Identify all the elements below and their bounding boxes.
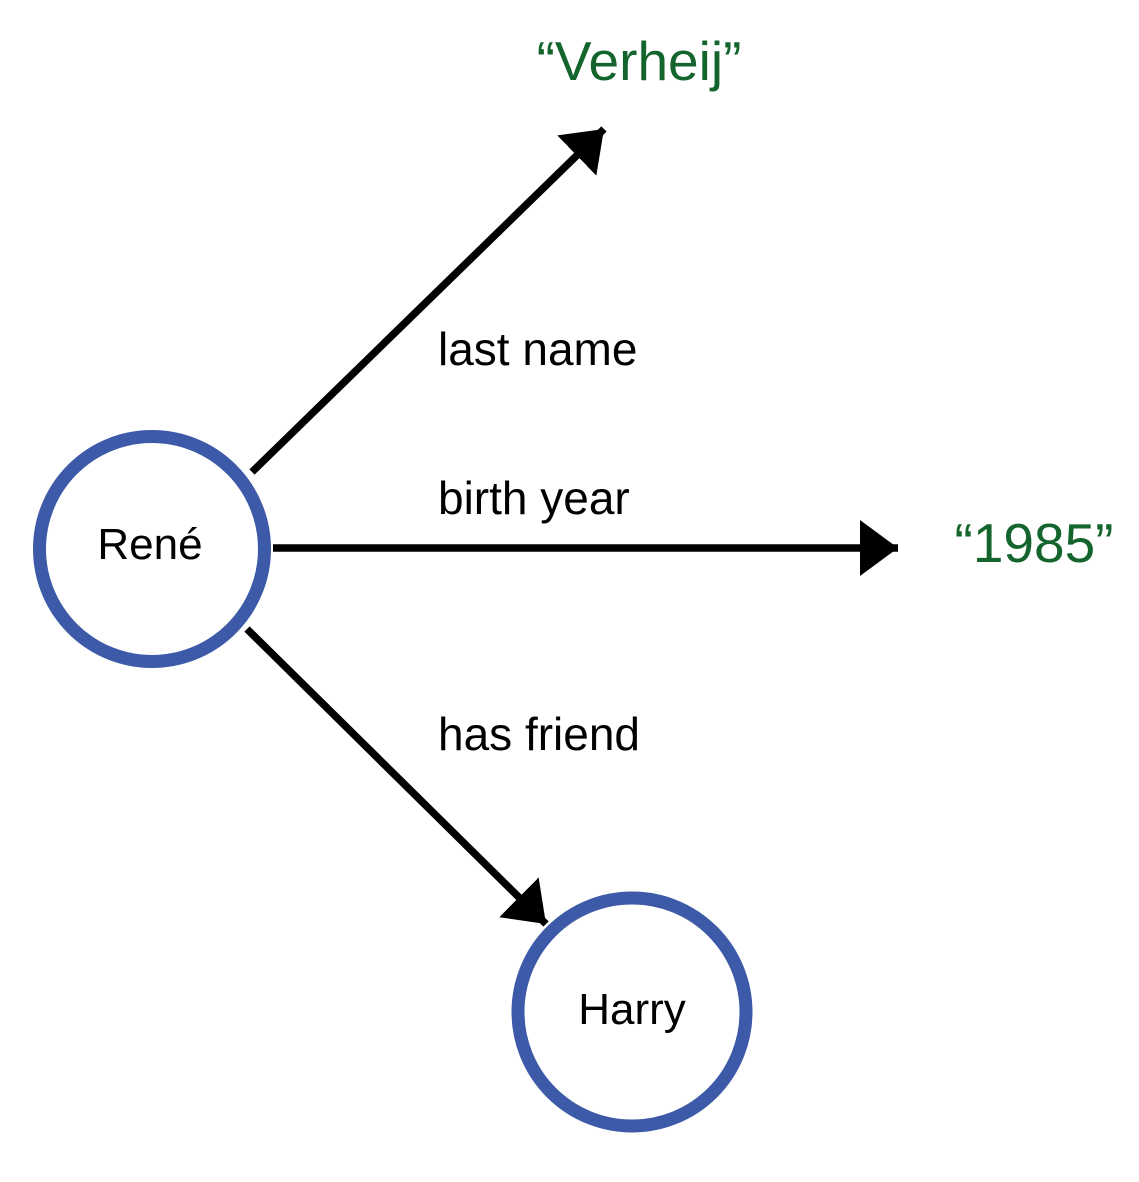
node-rene-circle	[33, 430, 271, 668]
edge-last-name-label: last name	[438, 323, 637, 375]
literal-verheij: “Verheij”	[537, 30, 742, 92]
literal-1985: “1985”	[955, 512, 1114, 574]
edge-has-friend-arrow	[244, 626, 549, 927]
edge-birth-year-label: birth year	[438, 472, 630, 524]
node-harry-circle	[511, 891, 753, 1133]
node-harry-label: Harry	[578, 985, 686, 1034]
edge-has-friend-label: has friend	[438, 708, 640, 760]
node-rene-label: René	[97, 520, 202, 569]
edge-last-name-arrow	[249, 126, 607, 475]
